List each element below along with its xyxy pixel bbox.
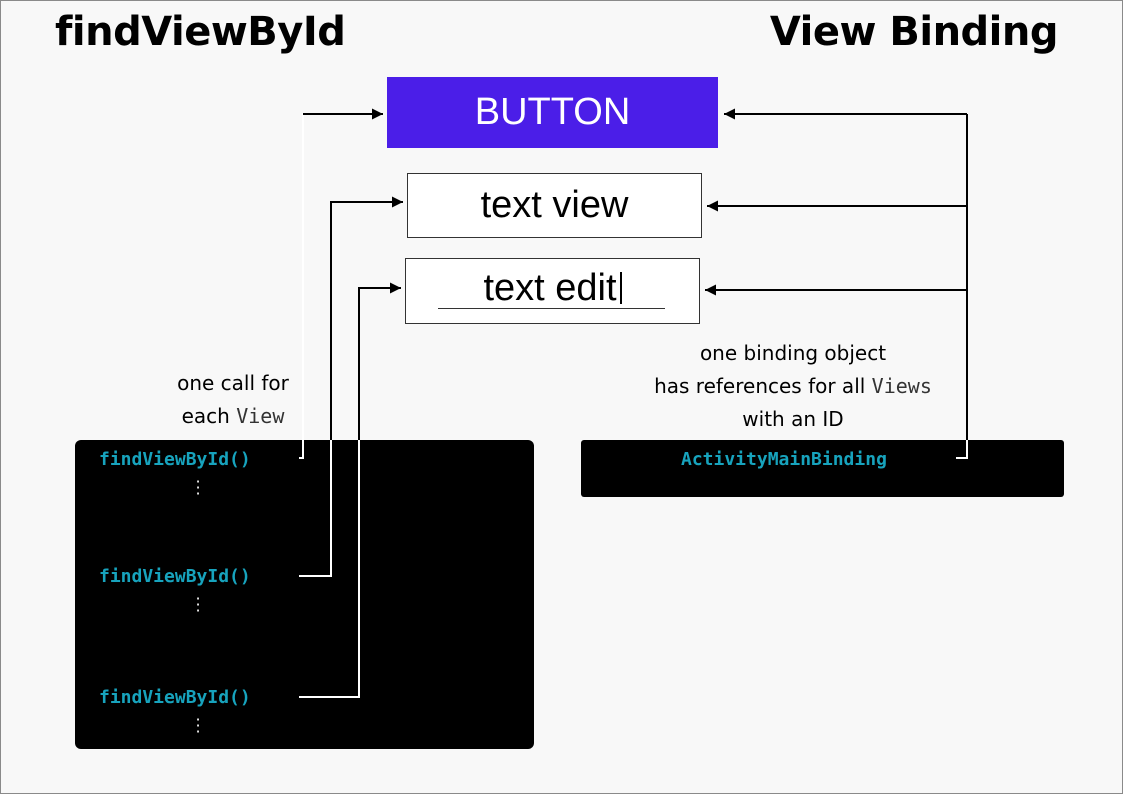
sample-text-edit-value: text edit (483, 266, 617, 309)
right-caption-line-2: has references for all Views (613, 370, 973, 403)
left-caption-line-2-text: each (181, 404, 237, 428)
text-cursor (619, 272, 622, 304)
arrow-call-3-to-text-edit (358, 282, 401, 440)
sample-button-label: BUTTON (474, 91, 631, 133)
findviewbyid-call-2: findViewById() (99, 566, 251, 587)
heading-view-binding: View Binding (769, 9, 1059, 55)
right-caption-line-2-text: has references for all (654, 374, 872, 398)
right-caption-views-code: Views (871, 374, 932, 398)
sample-text-view-label: text view (480, 184, 629, 226)
findviewbyid-call-1: findViewById() (99, 449, 251, 470)
sample-button[interactable]: BUTTON (387, 77, 718, 148)
text-edit-underline (438, 308, 665, 309)
sample-text-edit[interactable]: text edit (405, 258, 700, 324)
left-caption-view-code: View (236, 404, 285, 428)
sample-text-view: text view (407, 173, 702, 238)
ellipsis-3: ··· (195, 710, 201, 741)
heading-findviewbyid: findViewById (55, 9, 346, 55)
binding-class-name: ActivityMainBinding (681, 449, 887, 470)
findviewbyid-call-3: findViewById() (99, 687, 251, 708)
left-caption-line-2: each View (143, 400, 323, 433)
left-caption-line-1: one call for (177, 371, 289, 395)
ellipsis-2: ··· (195, 589, 201, 620)
binding-code-panel (581, 440, 1064, 497)
right-caption-line-3: with an ID (742, 407, 844, 431)
left-caption: one call for each View (143, 367, 323, 433)
right-caption: one binding object has references for al… (613, 337, 973, 436)
arrow-call-2-to-text-view (330, 196, 403, 440)
right-caption-line-1: one binding object (699, 341, 887, 365)
ellipsis-1: ··· (195, 472, 201, 503)
